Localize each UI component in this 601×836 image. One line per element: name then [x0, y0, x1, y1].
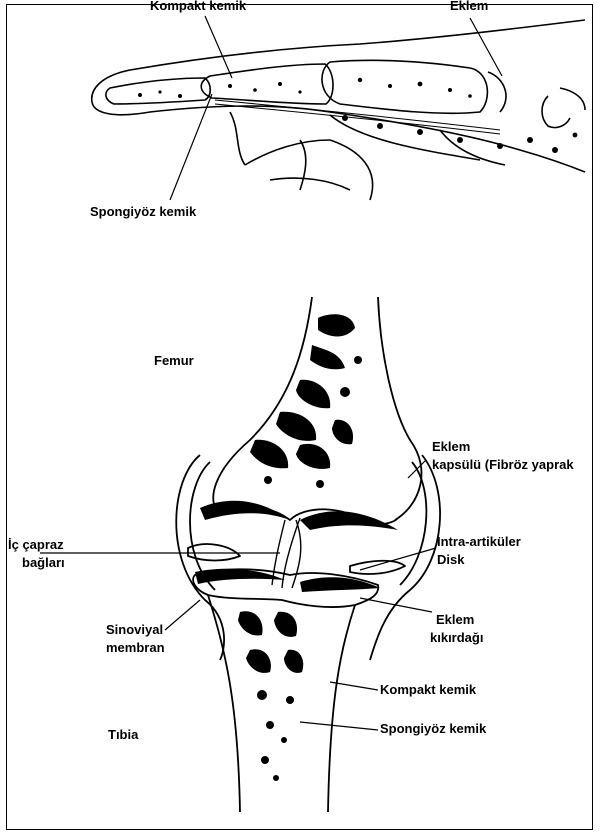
finger-leader-lines: [170, 16, 502, 200]
intra-articular-disk-label-1: Intra-artiküler: [437, 534, 521, 550]
synovial-membrane-label-2: membran: [106, 640, 165, 656]
knee-leader-lines: [40, 460, 436, 730]
cruciate-ligament-label-1: İç çapraz: [8, 537, 64, 553]
joint-capsule-label-1: Eklem: [432, 439, 470, 455]
cruciate-ligament-label-2: bağları: [22, 555, 65, 571]
femur-label: Femur: [154, 353, 194, 369]
joint-capsule-label-2: kapsülü (Fibröz yaprak: [432, 457, 574, 473]
articular-cartilage-label-2: kıkırdağı: [430, 630, 483, 646]
intra-articular-disk-label-2: Disk: [437, 552, 464, 568]
tibia-compact-bone-label: Kompakt kemik: [380, 682, 476, 698]
femur-spongy-texture: [250, 314, 362, 488]
tibia-label: Tıbia: [108, 727, 138, 743]
finger-compact-bone-label: Kompakt kemik: [150, 0, 246, 14]
tibia-spongy-texture: [238, 611, 303, 781]
finger-spongy-bone-label: Spongiyöz kemik: [90, 204, 196, 220]
articular-cartilage-label-1: Eklem: [436, 612, 474, 628]
finger-drawing: [92, 20, 585, 200]
tibia-spongy-bone-label: Spongiyöz kemik: [380, 721, 486, 737]
finger-joint-label: Eklem: [450, 0, 488, 14]
synovial-membrane-label-1: Sinoviyal: [106, 622, 163, 638]
